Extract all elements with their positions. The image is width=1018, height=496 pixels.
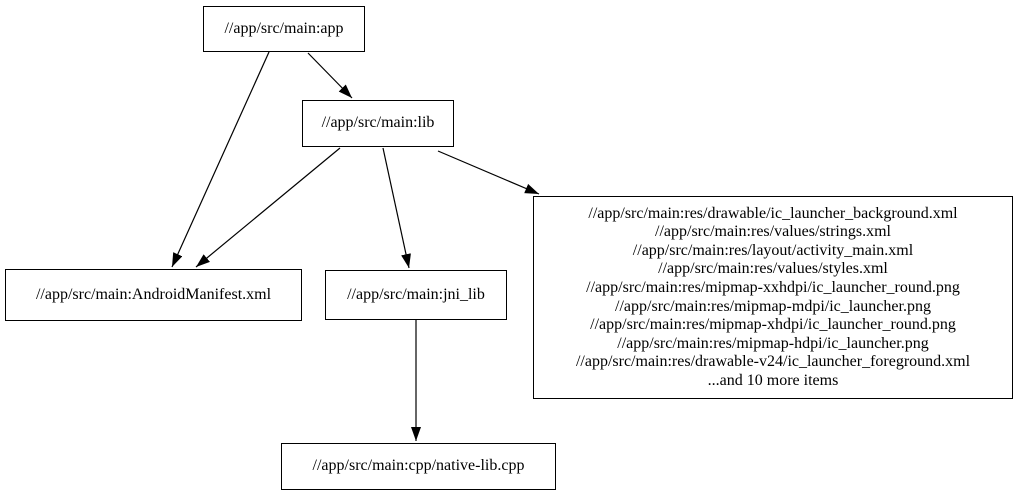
res-file-item: //app/src/main:res/values/styles.xml [658,260,888,278]
res-files-more-items: ...and 10 more items [707,371,839,389]
res-file-item: //app/src/main:res/mipmap-mdpi/ic_launch… [615,297,931,315]
res-file-item: //app/src/main:res/drawable-v24/ic_launc… [575,353,971,371]
node-native-lib-cpp-label: //app/src/main:cpp/native-lib.cpp [312,457,525,475]
node-lib-target: //app/src/main:lib [302,100,454,147]
node-app-target: //app/src/main:app [203,6,365,52]
node-app-label: //app/src/main:app [224,19,344,37]
edge-app-to-lib [307,52,353,99]
res-file-item: //app/src/main:res/mipmap-hdpi/ic_launch… [617,334,929,352]
node-jni-lib-target: //app/src/main:jni_lib [325,270,507,320]
edge-lib-to-androidmanifest [195,147,341,268]
res-file-item: //app/src/main:res/mipmap-xxhdpi/ic_laun… [586,278,960,296]
edge-app-to-androidmanifest [171,51,270,268]
node-lib-label: //app/src/main:lib [321,114,435,132]
res-file-item: //app/src/main:res/layout/activity_main.… [632,241,914,259]
node-native-lib-cpp-target: //app/src/main:cpp/native-lib.cpp [281,443,556,490]
res-file-item: //app/src/main:res/values/strings.xml [655,223,891,241]
res-file-item: //app/src/main:res/mipmap-xhdpi/ic_launc… [590,316,956,334]
node-androidmanifest-target: //app/src/main:AndroidManifest.xml [5,269,302,321]
res-file-item: //app/src/main:res/drawable/ic_launcher_… [588,204,958,222]
node-res-files-group: //app/src/main:res/drawable/ic_launcher_… [533,196,1013,399]
node-jni-lib-label: //app/src/main:jni_lib [347,285,485,303]
node-androidmanifest-label: //app/src/main:AndroidManifest.xml [35,285,272,303]
edge-lib-to-jni-lib [382,147,411,269]
edge-lib-to-res-files [437,150,540,195]
